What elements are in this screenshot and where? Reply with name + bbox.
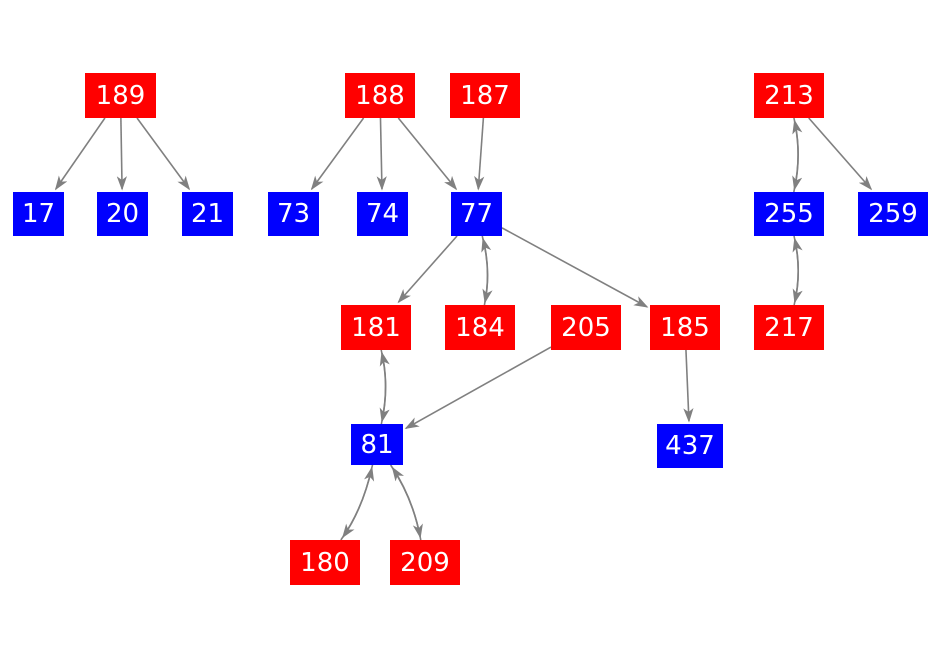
graph-node-label: 255 bbox=[764, 199, 814, 229]
graph-node-189[interactable]: 189 bbox=[85, 73, 156, 118]
graph-node-185[interactable]: 185 bbox=[650, 305, 720, 350]
graph-node-437[interactable]: 437 bbox=[657, 424, 723, 468]
graph-edge-189-to-21 bbox=[136, 117, 191, 191]
graph-node-181[interactable]: 181 bbox=[341, 305, 411, 350]
graph-node-label: 181 bbox=[351, 312, 401, 343]
graph-node-184[interactable]: 184 bbox=[445, 305, 515, 350]
graph-node-label: 217 bbox=[764, 312, 814, 343]
graph-node-label: 185 bbox=[660, 312, 710, 343]
graph-node-73[interactable]: 73 bbox=[268, 192, 319, 236]
graph-node-label: 180 bbox=[300, 547, 350, 578]
graph-edge-189-to-20 bbox=[116, 117, 127, 191]
graph-edge-217-to-255 bbox=[792, 237, 803, 306]
graph-node-label: 20 bbox=[105, 199, 140, 229]
graph-edge-187-to-77 bbox=[474, 117, 485, 191]
graph-node-180[interactable]: 180 bbox=[290, 540, 360, 585]
graph-node-label: 77 bbox=[459, 199, 494, 229]
graph-node-label: 437 bbox=[665, 431, 715, 461]
graph-edge-255-to-213 bbox=[792, 119, 803, 193]
graph-edge-213-to-259 bbox=[808, 117, 873, 191]
graph-node-label: 213 bbox=[764, 80, 814, 111]
graph-node-74[interactable]: 74 bbox=[357, 192, 408, 236]
graph-node-205[interactable]: 205 bbox=[551, 305, 621, 350]
graph-node-label: 187 bbox=[460, 80, 510, 111]
graph-edge-77-to-181 bbox=[397, 235, 458, 304]
graph-node-label: 73 bbox=[276, 199, 311, 229]
graph-edge-188-to-77 bbox=[397, 117, 458, 191]
graph-node-17[interactable]: 17 bbox=[13, 192, 64, 236]
graph-edge-205-to-81 bbox=[404, 346, 552, 430]
graph-edge-188-to-74 bbox=[376, 117, 387, 191]
graph-edge-185-to-437 bbox=[683, 349, 694, 423]
graph-node-label: 209 bbox=[400, 547, 450, 578]
graph-edge-77-to-185 bbox=[501, 227, 649, 308]
graph-node-187[interactable]: 187 bbox=[450, 73, 520, 118]
graph-node-label: 205 bbox=[561, 312, 611, 343]
graph-edge-209-to-81 bbox=[391, 466, 422, 541]
graph-node-label: 21 bbox=[190, 199, 225, 229]
graph-node-label: 81 bbox=[360, 429, 394, 460]
graph-node-209[interactable]: 209 bbox=[390, 540, 460, 585]
graph-node-188[interactable]: 188 bbox=[345, 73, 415, 118]
graph-node-label: 259 bbox=[868, 199, 918, 229]
graph-node-81[interactable]: 81 bbox=[351, 424, 403, 465]
graph-node-21[interactable]: 21 bbox=[182, 192, 233, 236]
graph-node-label: 184 bbox=[455, 312, 505, 343]
graph-edge-184-to-77 bbox=[481, 237, 492, 306]
graph-node-20[interactable]: 20 bbox=[97, 192, 148, 236]
graph-edge-81-to-209 bbox=[389, 464, 423, 539]
edge-paths bbox=[54, 117, 873, 541]
graph-edge-81-to-180 bbox=[342, 464, 374, 539]
graph-edge-81-to-181 bbox=[379, 351, 390, 425]
graph-edge-188-to-73 bbox=[310, 117, 365, 191]
graph-node-217[interactable]: 217 bbox=[754, 305, 824, 350]
graph-node-label: 189 bbox=[95, 80, 146, 111]
graph-node-259[interactable]: 259 bbox=[858, 192, 928, 236]
graph-edge-180-to-81 bbox=[340, 466, 375, 541]
graph-node-255[interactable]: 255 bbox=[754, 192, 824, 236]
graph-node-77[interactable]: 77 bbox=[451, 192, 502, 236]
graph-edge-189-to-17 bbox=[54, 117, 106, 191]
graph-node-label: 17 bbox=[21, 199, 56, 229]
graph-node-label: 188 bbox=[355, 80, 405, 111]
graph-node-label: 74 bbox=[365, 199, 400, 229]
graph-node-213[interactable]: 213 bbox=[754, 73, 824, 118]
